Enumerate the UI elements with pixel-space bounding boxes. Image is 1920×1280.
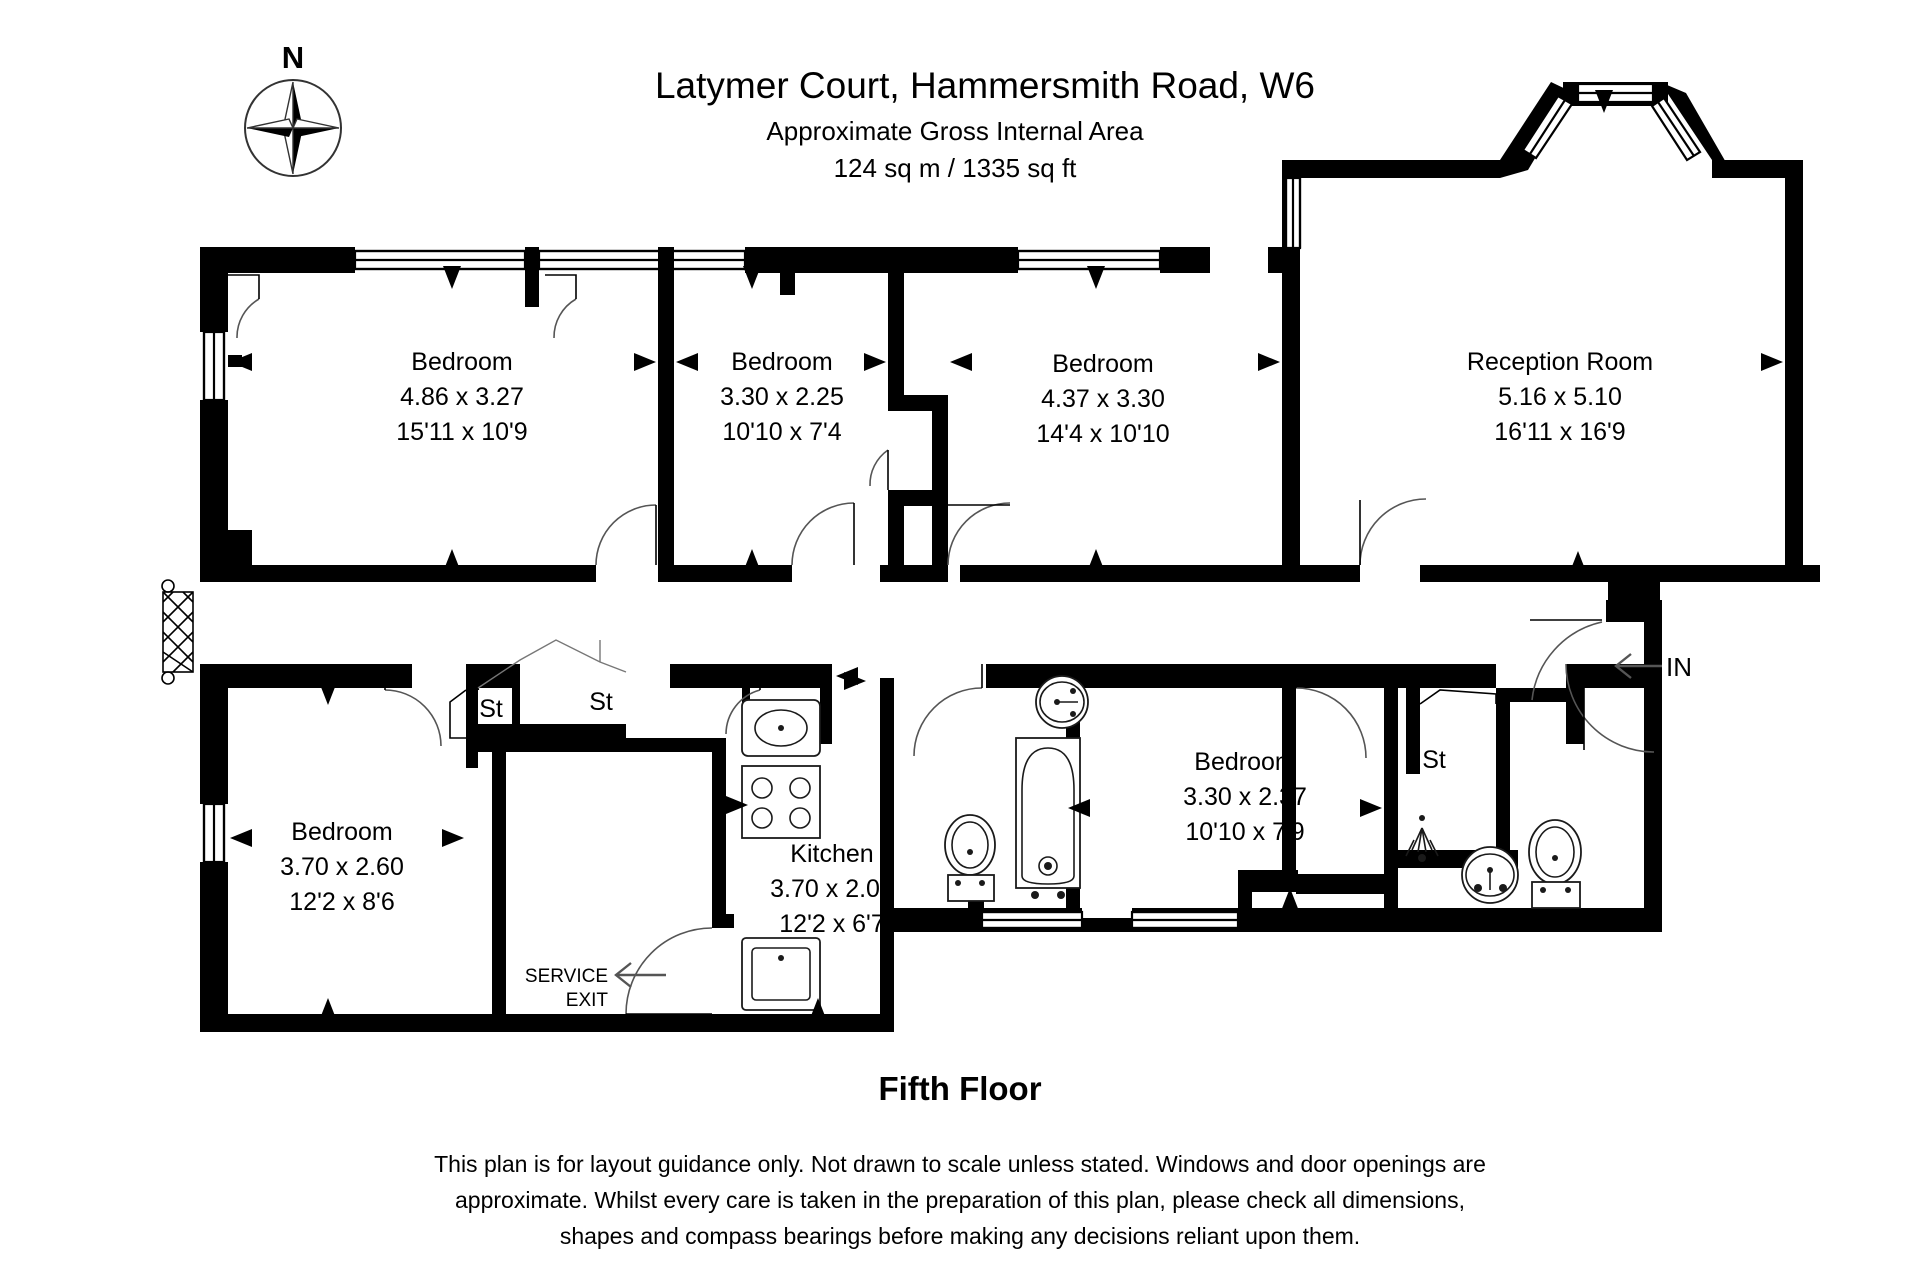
disclaimer-line-3: shapes and compass bearings before makin…: [560, 1223, 1360, 1249]
window-left-1: [202, 330, 226, 402]
room-label-bedroom-3: Bedroom 4.37 x 3.30 14'4 x 10'10: [1036, 350, 1169, 448]
room-metric: 3.30 x 2.37: [1183, 783, 1307, 811]
upper-door-swings: [228, 274, 1427, 566]
window-reception-left: [1284, 176, 1302, 250]
service-exit-line-2: EXIT: [566, 990, 609, 1011]
lower-windows: [980, 910, 1240, 930]
area-label: Approximate Gross Internal Area: [766, 116, 1144, 146]
room-imperial: 16'11 x 16'9: [1494, 418, 1625, 446]
page-header: Latymer Court, Hammersmith Road, W6 Appr…: [655, 65, 1315, 183]
room-metric: 5.16 x 5.10: [1498, 383, 1622, 411]
room-metric: 4.86 x 3.27: [400, 383, 524, 411]
page-title: Latymer Court, Hammersmith Road, W6: [655, 65, 1315, 106]
room-imperial: 15'11 x 10'9: [396, 418, 527, 446]
compass-north-label: N: [282, 40, 304, 75]
kitchen-fixtures: [741, 699, 821, 1011]
room-metric: 3.70 x 2.00: [770, 875, 894, 903]
room-imperial: 10'10 x 7'4: [722, 418, 841, 446]
room-imperial: 14'4 x 10'10: [1036, 420, 1169, 448]
reception-bay-walls: [1282, 82, 1803, 582]
lower-direction-arrows: [230, 667, 1382, 1021]
disclaimer-line-2: approximate. Whilst every care is taken …: [455, 1187, 1465, 1213]
disclaimer-line-1: This plan is for layout guidance only. N…: [434, 1151, 1486, 1177]
bay-hatch: [161, 579, 194, 685]
room-label-bedroom-4: Bedroom 3.70 x 2.60 12'2 x 8'6: [280, 818, 404, 916]
room-name: Bedroom: [411, 348, 512, 376]
room-imperial: 12'2 x 8'6: [289, 888, 394, 916]
disclaimer: This plan is for layout guidance only. N…: [434, 1151, 1486, 1249]
upper-block-walls: [161, 247, 1820, 685]
room-name: Reception Room: [1467, 348, 1653, 376]
room-name: Bedroom: [731, 348, 832, 376]
window-bay-right: [1650, 96, 1702, 162]
storage-label-3: St: [1422, 746, 1446, 774]
room-name: Bedroom: [1052, 350, 1153, 378]
room-label-reception-room: Reception Room 5.16 x 5.10 16'11 x 16'9: [1467, 348, 1653, 446]
room-name: Bedroom: [291, 818, 392, 846]
in-arrow-icon: [1614, 653, 1662, 679]
lower-block-walls: [200, 600, 1662, 1032]
room-name: Bedroom: [1194, 748, 1295, 776]
entrance-annotation: IN: [1614, 652, 1692, 682]
lower-door-swings: [384, 619, 1655, 1015]
room-label-bedroom-2: Bedroom 3.30 x 2.25 10'10 x 7'4: [720, 348, 844, 446]
room-direction-arrows: [230, 90, 1783, 574]
room-label-bedroom-5: Bedroom 3.30 x 2.37 10'10 x 7'9: [1183, 748, 1307, 846]
compass-rose-icon: N: [244, 40, 342, 177]
room-imperial: 12'2 x 6'7: [779, 910, 884, 938]
storage-label-1: St: [479, 695, 503, 723]
shower-room-fixtures: [1405, 815, 1582, 909]
room-metric: 3.70 x 2.60: [280, 853, 404, 881]
window-bath-bottom: [980, 910, 1084, 930]
window-bay-center: [1576, 82, 1655, 104]
room-metric: 4.37 x 3.30: [1041, 385, 1165, 413]
bathroom-fixtures: [944, 675, 1089, 902]
entrance-label: IN: [1666, 652, 1692, 682]
window-top-1: [353, 249, 527, 271]
window-lower-left: [202, 802, 226, 864]
room-labels: Bedroom 4.86 x 3.27 15'11 x 10'9 Bedroom…: [280, 348, 1653, 938]
room-name: Kitchen: [790, 840, 873, 868]
service-exit-annotation: SERVICE EXIT: [525, 962, 666, 1011]
window-bedroom5-bottom: [1130, 910, 1240, 930]
service-exit-arrow-icon: [614, 962, 666, 988]
room-imperial: 10'10 x 7'9: [1185, 818, 1304, 846]
area-value: 124 sq m / 1335 sq ft: [834, 153, 1078, 183]
window-bay-left: [1521, 94, 1574, 160]
room-metric: 3.30 x 2.25: [720, 383, 844, 411]
floor-label: Fifth Floor: [878, 1070, 1041, 1107]
storage-labels: St St St: [479, 688, 1446, 774]
service-exit-line-1: SERVICE: [525, 966, 608, 987]
room-label-bedroom-1: Bedroom 4.86 x 3.27 15'11 x 10'9: [396, 348, 527, 446]
storage-label-2: St: [589, 688, 613, 716]
window-top-2: [537, 249, 747, 271]
room-label-kitchen: Kitchen 3.70 x 2.00 12'2 x 6'7: [770, 840, 894, 938]
